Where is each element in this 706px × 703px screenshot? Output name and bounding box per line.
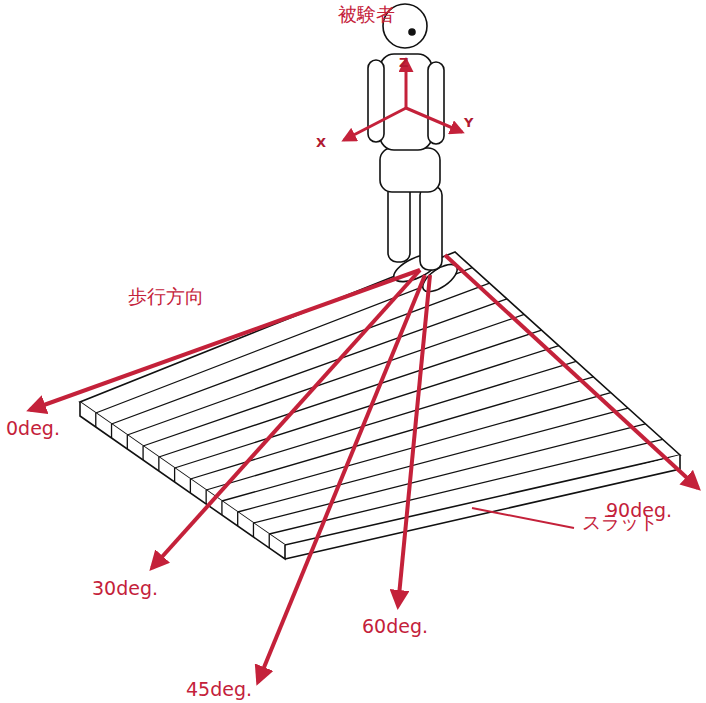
slat-platform: [80, 252, 680, 559]
angle-label: 30deg.: [92, 578, 158, 599]
subject-figure: [368, 4, 462, 297]
slat: [159, 330, 542, 471]
axis-label: Z: [399, 56, 408, 70]
leader-line: [472, 508, 574, 528]
axis-label: Y: [464, 116, 473, 130]
body-axes: [344, 60, 462, 140]
angle-label: 0deg.: [6, 418, 60, 439]
slat-lines: [96, 268, 663, 548]
slat: [143, 314, 524, 460]
slat: [269, 439, 662, 548]
direction-label: 歩行方向: [128, 286, 204, 307]
slat: [127, 299, 507, 449]
angle-label: 45deg.: [186, 679, 252, 700]
part-label: スラット: [582, 512, 658, 533]
direction-arrows: [30, 255, 698, 682]
angle-label: 60deg.: [362, 616, 428, 637]
subject-label: 被験者: [338, 4, 395, 25]
slat: [238, 408, 628, 526]
axis-label: X: [316, 136, 326, 150]
